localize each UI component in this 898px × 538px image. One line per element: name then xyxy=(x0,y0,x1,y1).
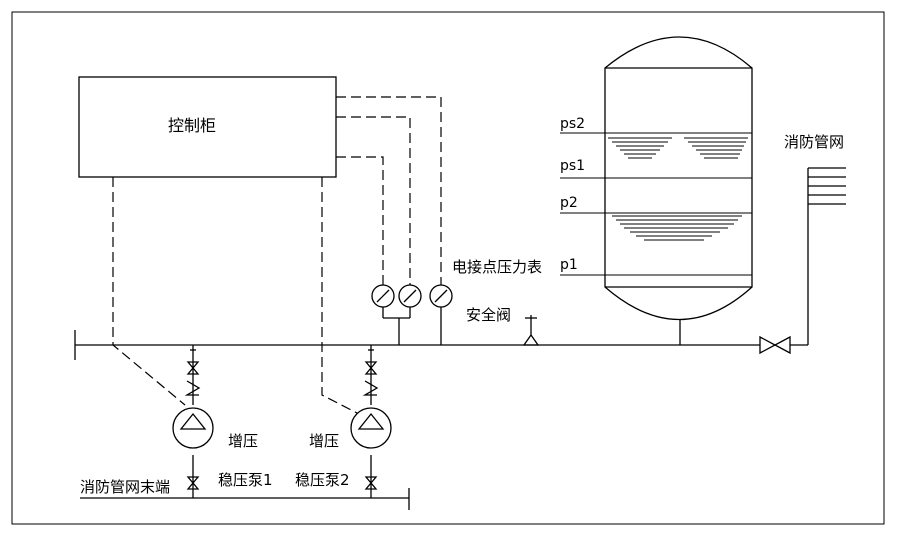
fire-network-end-label: 消防管网末端 xyxy=(80,478,170,496)
pump2-upper-valve xyxy=(364,361,378,375)
pump1-label-line2: 稳压泵1 xyxy=(218,471,273,489)
pressure-gauge-1 xyxy=(371,284,395,308)
gauge-piping xyxy=(382,307,442,345)
pump1-check-valve xyxy=(184,380,201,396)
pump2-lower-valve xyxy=(364,476,378,490)
pump1-upper-valve xyxy=(186,361,200,375)
pressure-gauge-label: 电接点压力表 xyxy=(452,258,542,276)
pressure-gauge-2 xyxy=(398,284,422,308)
level-label-ps2: ps2 xyxy=(560,116,585,132)
pump2-label-line1: 增压 xyxy=(309,432,339,450)
pressure-gauge-3 xyxy=(429,284,453,308)
safety-valve xyxy=(522,315,540,346)
water-level-hatch-p2 xyxy=(612,215,742,241)
water-level-hatch-ps2-left xyxy=(608,137,672,159)
water-level-hatch-ps2-right xyxy=(684,137,748,159)
pressure-tank xyxy=(604,36,753,321)
pump1-lower-valve xyxy=(186,476,200,490)
control-cabinet-label: 控制柜 xyxy=(168,116,216,135)
level-label-p2: p2 xyxy=(560,195,578,211)
level-label-p1: p1 xyxy=(560,257,578,273)
fire-network-label: 消防管网 xyxy=(784,133,844,151)
pump2-label-line2: 稳压泵2 xyxy=(295,471,350,489)
fire-network-lines xyxy=(808,167,846,205)
pump2 xyxy=(350,407,392,449)
pump1 xyxy=(172,407,214,449)
safety-valve-label: 安全阀 xyxy=(466,306,511,324)
pump2-check-valve xyxy=(362,380,379,396)
main-gate-valve xyxy=(759,335,791,355)
pump1-label-line1: 增压 xyxy=(228,432,258,450)
level-label-ps1: ps1 xyxy=(560,158,585,174)
control-wiring xyxy=(112,96,442,414)
control-cabinet xyxy=(78,76,337,178)
drawing-border xyxy=(11,11,885,525)
